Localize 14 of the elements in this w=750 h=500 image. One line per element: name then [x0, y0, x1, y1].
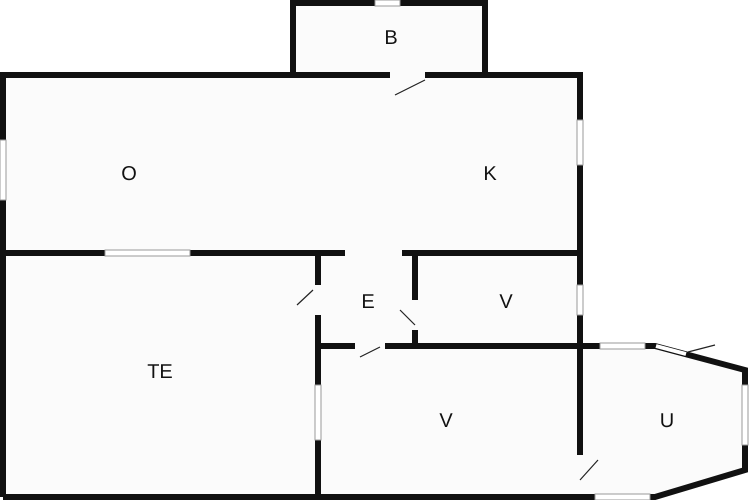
room-label: TE: [147, 362, 173, 382]
room: [580, 346, 745, 497]
room-label: V: [439, 411, 453, 431]
room-label: O: [121, 164, 137, 184]
room-label: B: [384, 28, 398, 48]
room-label: K: [483, 164, 497, 184]
room-label: V: [499, 292, 513, 312]
room: [415, 253, 580, 346]
room-label: E: [361, 292, 375, 312]
room-label: U: [660, 411, 674, 431]
room: [3, 75, 580, 253]
room: [3, 253, 318, 497]
room: [318, 346, 580, 497]
room: [318, 253, 415, 346]
